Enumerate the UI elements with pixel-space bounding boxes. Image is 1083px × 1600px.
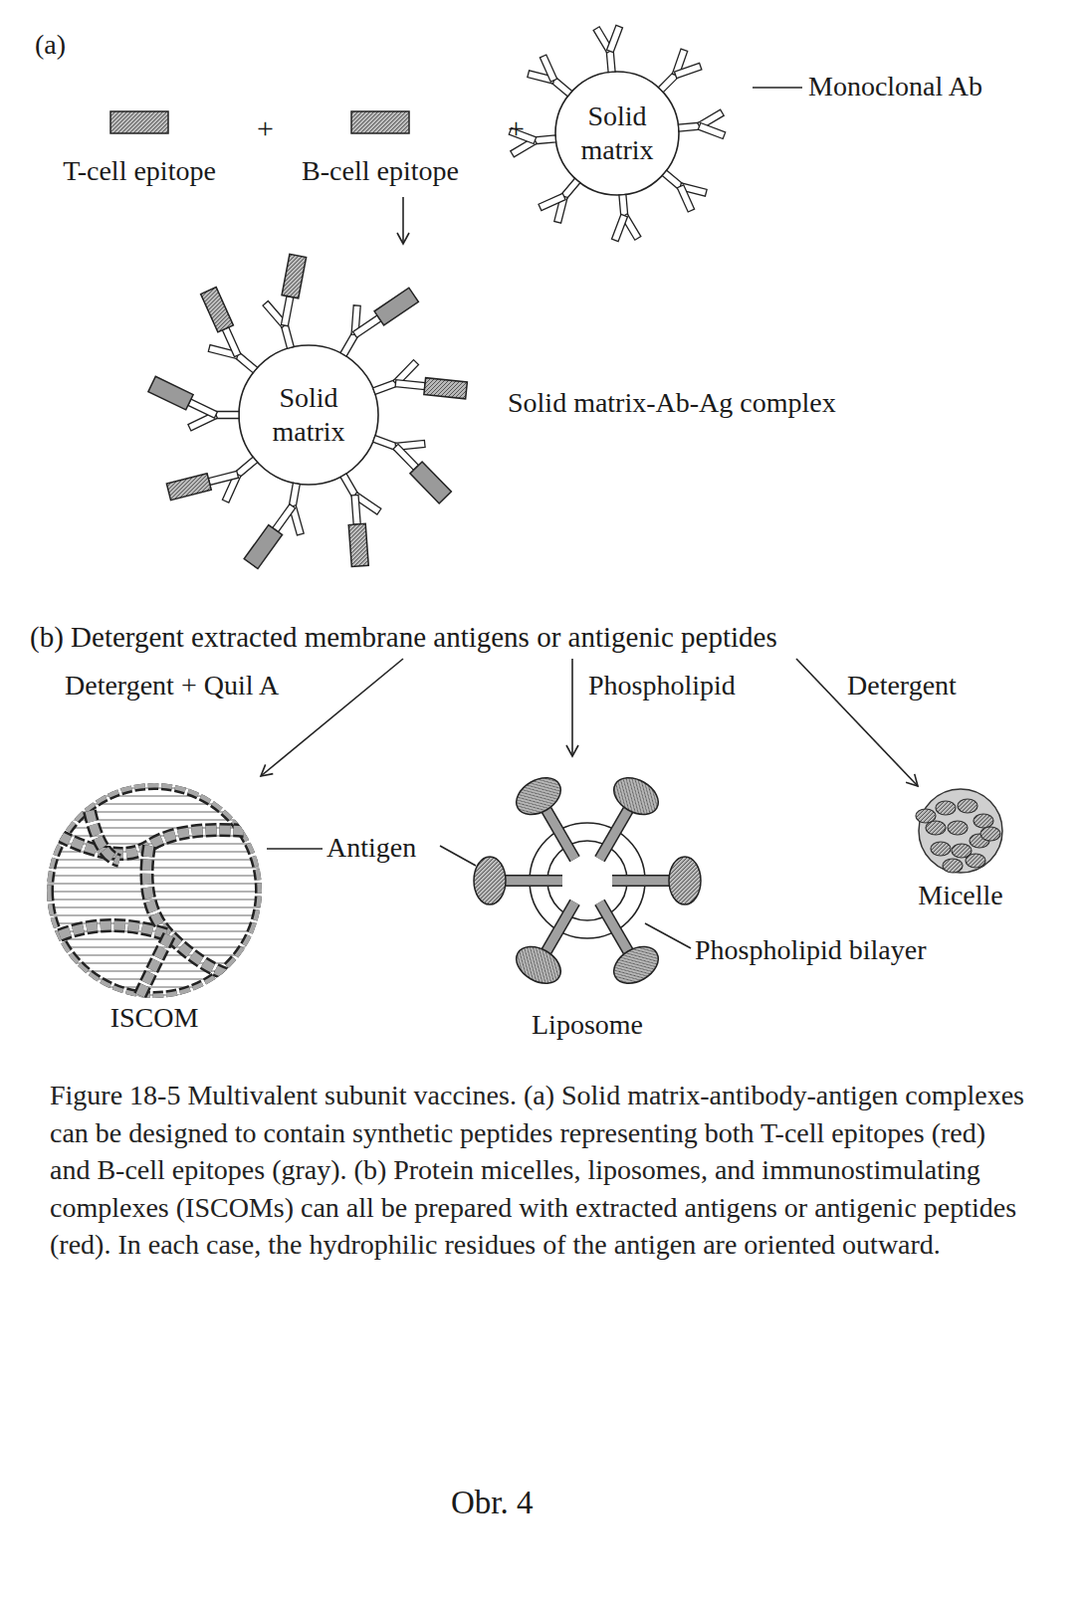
node-shape: T-cell epitope [29,109,249,196]
node-shape: Solid matrix [497,21,737,245]
text-label: Antigen [326,831,417,866]
leader-line [266,848,323,851]
leader-line [752,86,803,89]
text-label: Phospholipid bilayer [694,933,927,968]
node-outline [119,243,498,588]
figure-caption: Figure 18-5 Multivalent subunit vaccines… [49,1077,1031,1265]
leader-line [439,846,476,867]
edge-label: Phospholipid [585,668,739,703]
node-label: Micelle [895,878,1026,913]
node-label: (b) Detergent extracted membrane antigen… [29,620,1066,654]
node-label: T-cell epitope [29,154,249,189]
node-shape: Solid matrix [119,243,498,588]
text-label: Solid matrix-Ab-Ag complex [507,386,837,421]
text-label: (a) [34,27,66,62]
node-shape: (b) Detergent extracted membrane antigen… [29,617,1066,657]
edge-label: Detergent [844,668,960,703]
text-label: Obr. 4 [450,1486,534,1520]
arrow-connector [260,658,404,777]
node-label: ISCOM [29,1001,279,1036]
node-label: B-cell epitope [260,154,500,189]
node-label: Solid matrix [251,381,367,449]
node-shape: Liposome [457,756,717,1046]
node-outline [29,776,279,1038]
arrow-connector [402,197,405,244]
text-label: + [507,111,525,146]
edge-label: Detergent + Quil A [61,668,282,703]
node-outline [457,756,717,1046]
node-shape: ISCOM [29,776,279,1038]
arrow-connector [571,658,574,757]
leader-line [645,923,691,949]
node-label: Liposome [457,1008,717,1043]
text-label: Monoclonal Ab [808,69,983,104]
node-shape: Micelle [895,786,1026,914]
text-label: + [256,111,274,146]
node-shape: B-cell epitope [260,109,500,196]
node-label: Solid matrix [561,99,673,168]
node-outline [497,21,737,245]
